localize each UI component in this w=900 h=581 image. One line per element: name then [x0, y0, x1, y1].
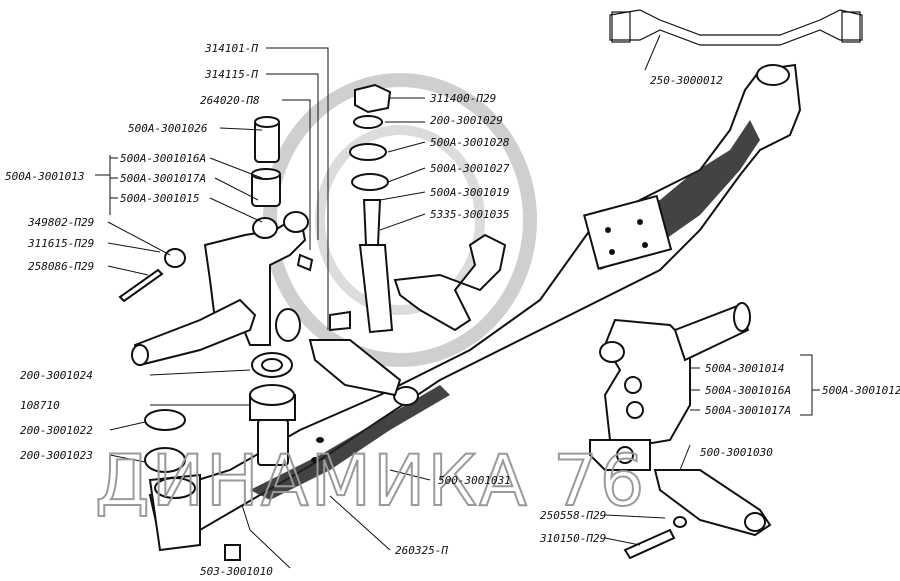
left-steering-knuckle [118, 211, 314, 367]
label-500A-3001016A: 500A-3001016A [120, 152, 206, 165]
label-503-3001010: 503-3001010 [200, 565, 273, 578]
label-200-3001024: 200-3001024 [20, 369, 93, 382]
label-500A-3001019: 500A-3001019 [430, 186, 509, 199]
label-200-3001029: 200-3001029 [430, 114, 503, 127]
part-labels: 314101-П 314115-П 264020-П8 500A-3001026… [5, 42, 900, 578]
label-500A-3001028: 500A-3001028 [430, 136, 510, 149]
label-500A-3001027: 500A-3001027 [430, 162, 510, 175]
label-250-3000012: 250-3000012 [650, 74, 723, 87]
label-500A-3001014: 500A-3001014 [705, 362, 784, 375]
axle-beam [148, 63, 802, 542]
label-500-3001031: 500-3001031 [438, 474, 511, 487]
label-250558: 250558-П29 [540, 509, 606, 522]
label-500A-3001017A: 500A-3001017A [120, 172, 206, 185]
left-bushings [144, 116, 296, 561]
label-500-3001030: 500-3001030 [700, 446, 773, 459]
label-311615: 311615-П29 [27, 237, 94, 250]
label-200-3001022: 200-3001022 [20, 424, 93, 437]
label-260325: 260325-П [395, 544, 448, 557]
label-5335-3001035: 5335-3001035 [430, 208, 509, 221]
label-310150: 310150-П29 [539, 532, 606, 545]
label-258086: 258086-П29 [28, 260, 94, 273]
label-264020: 264020-П8 [200, 94, 260, 107]
label-314101: 314101-П [204, 42, 258, 55]
label-500A-3001013: 500A-3001013 [5, 170, 84, 183]
label-314115: 314115-П [204, 68, 258, 81]
label-349802: 349802-П29 [27, 216, 94, 229]
label-500A-3001015: 500A-3001015 [120, 192, 199, 205]
label-500A-3001012: 500A-3001012 [822, 384, 900, 397]
label-108710: 108710 [20, 399, 60, 412]
label-500A-3001026: 500A-3001026 [128, 122, 208, 135]
label-200-3001023: 200-3001023 [20, 449, 93, 462]
label-500A-3001016A-right: 500A-3001016A [705, 384, 791, 397]
watermark-text: ДИНАМИКА 76 [95, 440, 646, 522]
right-steering-knuckle [589, 302, 772, 560]
tie-rod-end-stack [308, 83, 507, 397]
label-500A-3001017A-right: 500A-3001017A [705, 404, 791, 417]
label-311400: 311400-П29 [429, 92, 496, 105]
axle-thumbnail [609, 9, 863, 71]
leader-lines [95, 47, 820, 569]
